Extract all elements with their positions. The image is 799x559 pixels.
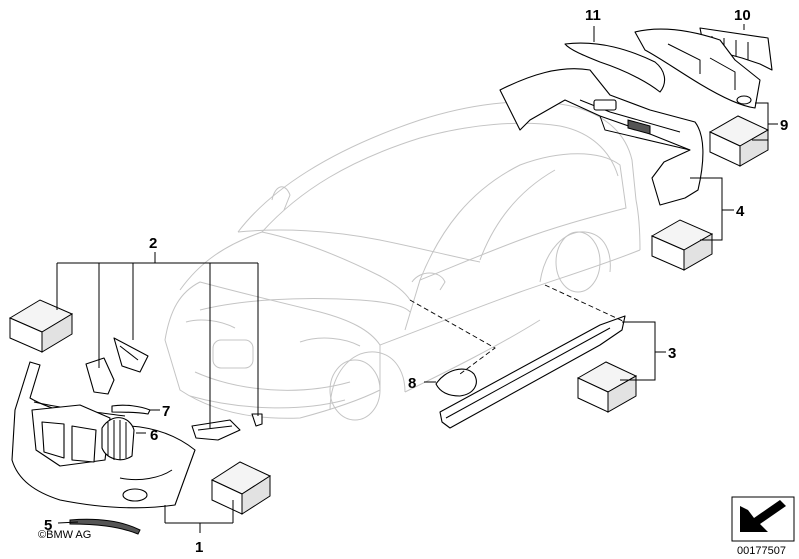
part-4-rear-bumper <box>499 68 704 206</box>
callout-1: 1 <box>195 539 203 556</box>
part-11-trunk-spoiler <box>564 42 666 93</box>
part-3-side-skirt <box>439 315 626 429</box>
callout-4: 4 <box>736 203 745 220</box>
callout-7: 7 <box>162 403 170 420</box>
copyright-text: ©BMW AG <box>38 529 91 541</box>
car-outline <box>164 101 641 421</box>
part-7-grille-trim <box>111 404 151 415</box>
part-2-small-clip <box>251 413 263 427</box>
corner-arrow-icon <box>731 496 795 542</box>
part-2-air-duct-lower <box>191 419 241 441</box>
callout-labels: 1 2 3 4 5 6 7 8 9 10 11 <box>44 7 788 556</box>
callout-8: 8 <box>408 375 416 392</box>
part-8-mirror-cap <box>435 368 477 397</box>
part-5-front-lip <box>69 518 141 535</box>
parts-box-icon <box>8 115 770 515</box>
callout-6: 6 <box>150 427 158 444</box>
callout-10: 10 <box>734 7 751 24</box>
callout-5: 5 <box>44 517 52 534</box>
part-6-kidney-grille <box>101 417 135 461</box>
callout-9: 9 <box>780 117 788 134</box>
callout-3: 3 <box>668 345 676 362</box>
part-2-air-duct-left <box>85 357 115 395</box>
document-number: 00177507 <box>737 545 786 557</box>
callout-11: 11 <box>585 7 601 24</box>
part-9-rear-diffuser <box>634 28 761 109</box>
part-2-air-duct-upper <box>113 337 149 373</box>
leader-lines <box>56 24 778 533</box>
callout-2: 2 <box>149 235 157 252</box>
